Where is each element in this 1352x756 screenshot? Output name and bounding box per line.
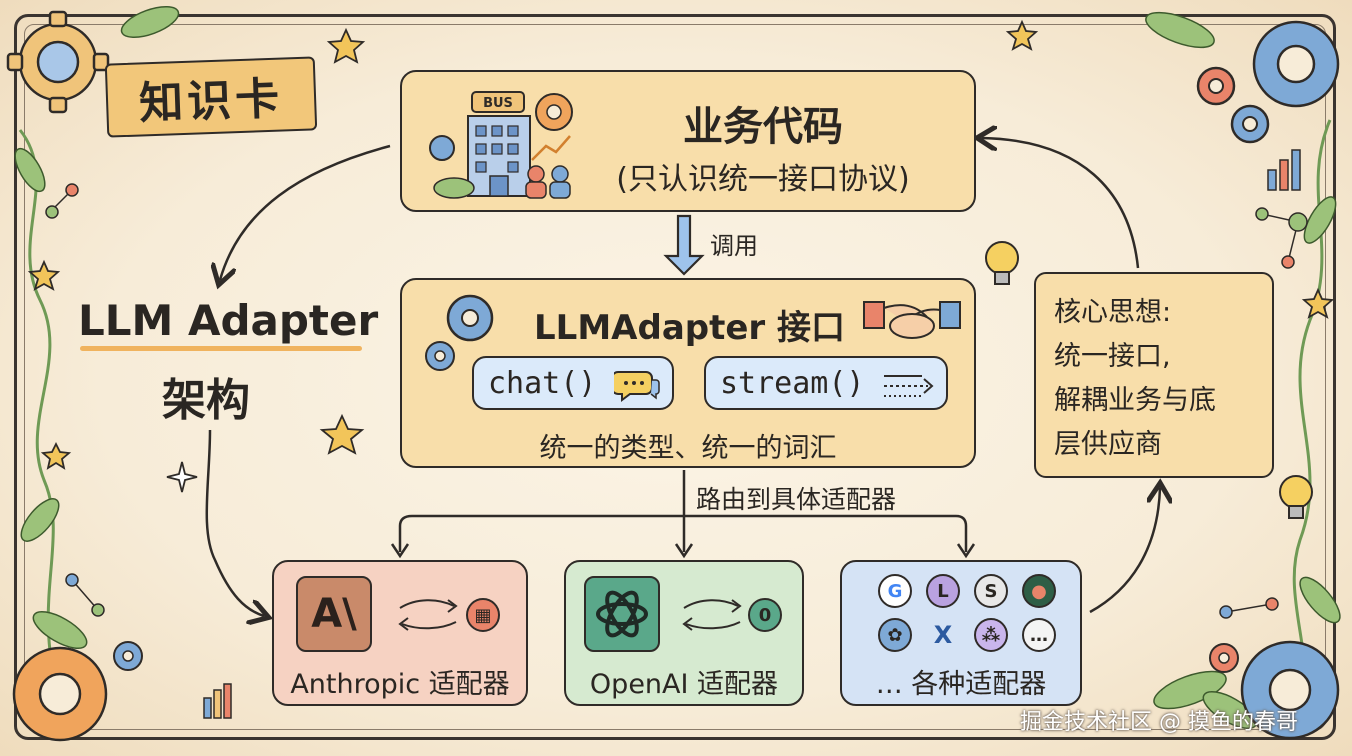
other-adapters-box: G L S ● ✿ X ⁂ … … 各种适配器 bbox=[840, 560, 1082, 706]
call-label: 调用 bbox=[710, 232, 758, 260]
arrow-title-to-anthropic bbox=[205, 429, 264, 616]
adapter-interface-caption: 统一的类型、统一的词汇 bbox=[539, 433, 837, 464]
inner-frame bbox=[24, 24, 1326, 730]
core-idea-line-1: 核心思想: bbox=[1054, 297, 1172, 328]
gear-icon bbox=[1240, 640, 1340, 740]
openai-logo-icon bbox=[584, 576, 660, 652]
provider-l-icon: L bbox=[926, 574, 960, 608]
star-icon bbox=[326, 27, 366, 64]
gear-icon bbox=[1209, 643, 1239, 673]
other-adapters-label: … 各种适配器 bbox=[875, 669, 1047, 700]
core-idea-box: 核心思想: 统一接口, 解耦业务与底 层供应商 bbox=[1034, 272, 1274, 478]
diagram-title: LLM Adapter bbox=[78, 296, 379, 345]
provider-flower-icon: ✿ bbox=[878, 618, 912, 652]
gear-icon bbox=[1252, 20, 1340, 108]
handshake-icon bbox=[863, 301, 961, 339]
core-idea-line-2: 统一接口, bbox=[1054, 341, 1171, 372]
knowledge-card-tag: 知识卡 bbox=[104, 56, 318, 138]
chat-method-label: chat() bbox=[488, 365, 597, 401]
star-icon bbox=[27, 259, 61, 291]
lightbulb-icon bbox=[1279, 475, 1313, 519]
business-title: 业务代码 bbox=[683, 104, 843, 150]
bar-chart-icon bbox=[1267, 149, 1301, 191]
vine-left bbox=[18, 129, 62, 701]
core-idea-line-4: 层供应商 bbox=[1054, 429, 1162, 460]
gear-icon bbox=[1196, 66, 1236, 106]
exchange-arrows-icon bbox=[682, 599, 742, 631]
provider-dots-icon: ● bbox=[1022, 574, 1056, 608]
small-bus-icon: ▦ bbox=[466, 598, 500, 632]
openai-adapter-label: OpenAI 适配器 bbox=[589, 669, 779, 700]
arrow-business-to-title bbox=[220, 144, 391, 280]
anthropic-adapter-label: Anthropic 适配器 bbox=[290, 669, 510, 700]
anthropic-logo-icon: A\ bbox=[296, 576, 372, 652]
star-icon bbox=[319, 413, 365, 455]
arrow-adapters-to-core bbox=[1089, 488, 1160, 614]
stream-arrow-icon bbox=[884, 375, 934, 397]
watermark: 掘金技术社区 @ 摸鱼的春哥 bbox=[1020, 710, 1298, 735]
exchange-arrows-icon bbox=[398, 599, 458, 631]
call-arrow bbox=[663, 214, 705, 276]
tag-label: 知识卡 bbox=[138, 73, 285, 130]
chat-method-pill: chat() bbox=[472, 356, 674, 410]
small-openai-icon: 0 bbox=[748, 598, 782, 632]
business-subtitle: (只认识统一接口协议) bbox=[616, 162, 910, 197]
gear-icon bbox=[12, 646, 108, 742]
gears-icon bbox=[425, 294, 494, 371]
star-icon bbox=[1005, 19, 1039, 51]
provider-x-icon: X bbox=[933, 621, 953, 649]
star-icon bbox=[40, 441, 72, 470]
anthropic-adapter-box: A\ ▦ Anthropic 适配器 bbox=[272, 560, 528, 706]
bar-chart-icon bbox=[203, 683, 232, 719]
more-providers-icon: … bbox=[1022, 618, 1056, 652]
star-icon bbox=[1301, 287, 1335, 319]
openai-adapter-box: 0 OpenAI 适配器 bbox=[564, 560, 804, 706]
stream-method-pill: stream() bbox=[704, 356, 948, 410]
route-branches bbox=[398, 514, 968, 552]
stream-method-label: stream() bbox=[720, 365, 865, 401]
adapter-interface-title: LLMAdapter 接口 bbox=[534, 308, 846, 348]
sparkle-icon bbox=[166, 461, 198, 493]
adapter-interface-box: LLMAdapter 接口 chat() stream() 统一的类型 bbox=[400, 278, 976, 468]
bus-sign-text: BUS bbox=[483, 96, 513, 111]
diagram-subtitle: 架构 bbox=[162, 375, 250, 426]
gear-icon bbox=[113, 641, 143, 671]
google-icon: G bbox=[878, 574, 912, 608]
gear-icon bbox=[1230, 104, 1270, 144]
arrow-core-to-business bbox=[982, 138, 1140, 269]
chat-bubble-icon bbox=[614, 371, 660, 402]
lightbulb-icon bbox=[985, 241, 1019, 285]
provider-network-icon: ⁂ bbox=[974, 618, 1008, 652]
core-idea-line-3: 解耦业务与底 bbox=[1054, 385, 1216, 416]
building-icon: BUS bbox=[429, 91, 573, 199]
outer-frame bbox=[14, 14, 1336, 740]
provider-s-icon: S bbox=[974, 574, 1008, 608]
title-underline bbox=[80, 346, 362, 351]
gear-icon bbox=[6, 10, 110, 114]
business-code-box: BUS 业务代码 (只认识统一接口协议) bbox=[400, 70, 976, 212]
route-label: 路由到具体适配器 bbox=[696, 485, 897, 514]
